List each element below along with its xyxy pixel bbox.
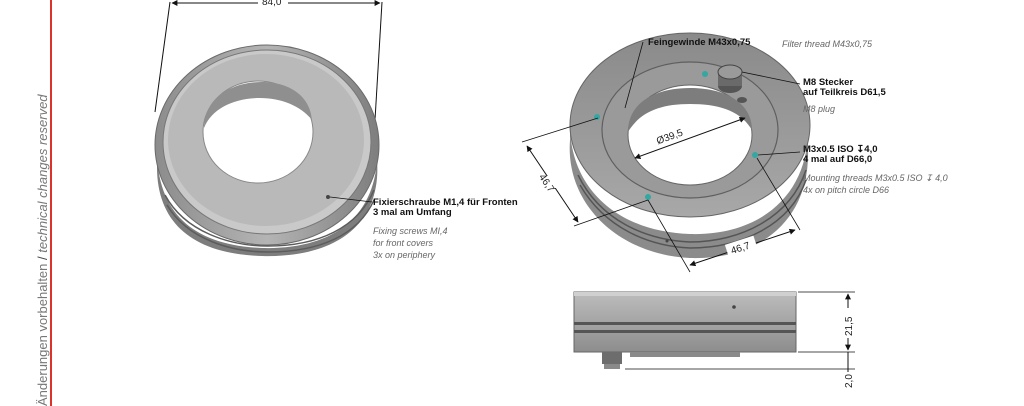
- mount-label-de-2: 4 mal auf D66,0: [803, 154, 873, 165]
- mount-label-de-1: M3x0.5 ISO ↧4,0: [803, 144, 878, 155]
- screw-hole-1: [702, 71, 708, 77]
- front-ring-groove-2: [166, 199, 375, 253]
- side-plug: [602, 352, 622, 364]
- side-groove-1: [574, 322, 796, 325]
- fixing-screw-leader: [329, 196, 373, 203]
- thread-leader: [624, 41, 644, 109]
- fixing-screw-label-en-2: for front covers: [373, 238, 434, 248]
- side-bottom-step: [630, 352, 740, 357]
- dim-bore-line: [634, 117, 746, 159]
- housing-small-hole: [665, 239, 669, 243]
- front-ring-groove-1: [164, 189, 375, 247]
- front-ring-hole: [202, 80, 314, 184]
- side-screw-hole: [732, 305, 736, 309]
- dim-84-ext-right: [374, 1, 383, 121]
- side-top-lip: [574, 292, 796, 296]
- m8-plug-top: [717, 64, 743, 80]
- side-plug-tip: [604, 364, 620, 369]
- m8-plug-slot: [737, 97, 747, 103]
- dim-depth-ext-2: [573, 199, 649, 227]
- mount-label-en-1: Mounting threads M3x0.5 ISO ↧ 4,0: [803, 173, 948, 183]
- plug-label-en: M8 plug: [803, 104, 836, 114]
- dim-plug-label: 2,0: [844, 374, 855, 388]
- housing-bore-wall: [628, 88, 752, 132]
- plug-label-de-1: M8 Stecker: [803, 77, 854, 88]
- plug-label-de-2: auf Teilkreis D61,5: [803, 87, 886, 98]
- sidebar: Änderungen vorbehalten / technical chang…: [0, 0, 60, 406]
- housing-side-view: 21,5 2,0: [573, 291, 855, 388]
- front-ring-view: 84,0: [154, 0, 383, 257]
- dim-84-ext-left: [154, 1, 171, 113]
- fixing-screw-label-de-1: Fixierschraube M1,4 für Fronten: [373, 197, 518, 208]
- dim-height-label: 21,5: [844, 316, 855, 336]
- dim-width-ext-1: [647, 199, 691, 273]
- dim-width-ext-2: [756, 157, 801, 231]
- mount-label-en-2: 4x on pitch circle D66: [803, 185, 890, 195]
- fixing-screw-label-en-3: 3x on periphery: [373, 250, 436, 260]
- front-ring-hole-wall: [204, 82, 312, 128]
- mount-leader: [757, 151, 801, 156]
- front-ring-screw-hole: [326, 195, 330, 199]
- fixing-screw-label-de-2: 3 mal am Umfang: [373, 207, 452, 218]
- dim-depth-ext-1: [521, 117, 599, 143]
- screw-hole-3: [752, 152, 758, 158]
- fixing-screw-label-en-1: Fixing screws MI,4: [373, 226, 448, 236]
- housing-side: [569, 120, 809, 259]
- housing-iso-view: Ø39,5 46,7 46,7: [521, 32, 811, 273]
- screw-hole-4: [645, 194, 651, 200]
- thread-label-de: Feingewinde M43x0,75: [648, 37, 751, 48]
- sidebar-red-line: [50, 0, 52, 406]
- dim-84-label: 84,0: [262, 0, 282, 8]
- side-groove-2: [574, 330, 796, 333]
- plug-leader: [741, 71, 801, 85]
- thread-label-en: Filter thread M43x0,75: [782, 39, 873, 49]
